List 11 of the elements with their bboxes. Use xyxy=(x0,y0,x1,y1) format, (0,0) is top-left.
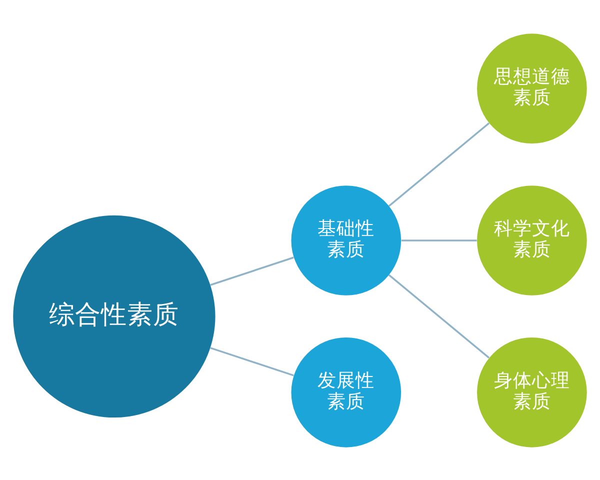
node-circle: 综合性素质 xyxy=(13,214,216,418)
node-circle: 科学文化素质 xyxy=(477,185,587,295)
connector xyxy=(401,239,477,241)
node-circle: 基础性素质 xyxy=(291,185,402,295)
node-circle: 身体心理素质 xyxy=(477,336,587,447)
connector xyxy=(210,346,294,376)
connector xyxy=(388,122,490,206)
node-circle: 发展性素质 xyxy=(291,336,402,447)
connector xyxy=(210,256,294,286)
node-circle: 思想道德素质 xyxy=(477,33,587,144)
connector xyxy=(388,274,490,358)
